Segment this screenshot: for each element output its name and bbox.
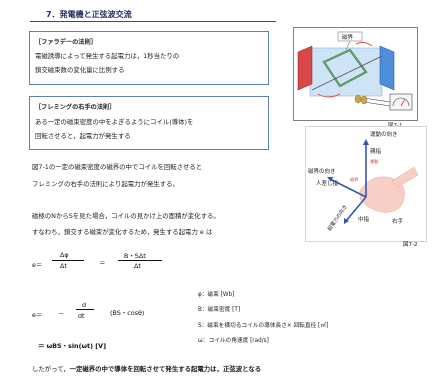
faraday-heading: ［ファラデーの法則］ [35, 39, 97, 46]
fleming-rule-box [29, 96, 269, 150]
fleming-line-1: ある一定の磁束密度の中をよぎるようにコイル(導体)を [35, 118, 194, 126]
legend-angular-velocity: ω：コイルの角速度 [rad/s] [198, 338, 269, 344]
title-underline [30, 21, 276, 22]
formula-1-lhs: e＝ [32, 261, 43, 269]
formula-2-lhs: e＝ [32, 311, 43, 319]
formula-2-dt: dt [78, 312, 85, 320]
figure-7-2-right-hand-rule: 運動 磁界 運動の向き 磁界の向き 人差し指 親指 中指 起電力の向き 右手 [305, 126, 427, 242]
paragraph-2-line-2: すなわち，鎖交する磁束が変化するため，発生する起電力 e は [32, 228, 213, 236]
formula-1-numerator-2: B・SΔt [124, 252, 146, 260]
faraday-line-2: 鎖交磁束数の変化量に比例する [35, 66, 125, 74]
fig2-label-right-hand: 右手 [392, 217, 404, 225]
legend-flux: φ：磁束 [Wb] [198, 292, 235, 298]
fleming-line-2: 回転させると，起電力が発生する [35, 132, 131, 140]
fig2-label-middle: 中指 [358, 215, 370, 223]
fig2-label-motion: 運動の向き [370, 130, 398, 138]
paragraph-1-line-2: フレミングの右手の法則により起電力が発生する。 [32, 180, 179, 188]
paragraph-2-line-1: 磁極のNからSを見た場合，コイルの見かけ上の面積が変化する。 [32, 212, 220, 220]
formula-1-numerator: Δφ [60, 251, 69, 259]
formula-1-denominator-2: Δt [134, 262, 141, 270]
svg-text:磁界: 磁界 [350, 176, 359, 183]
figure-7-2-caption: 図7-2 [403, 242, 418, 248]
fig1-label-field: 磁界 [342, 33, 354, 41]
formula-1-fraction-bar-2 [118, 260, 162, 261]
formula-2-paren: (BS・cosθ) [110, 309, 145, 317]
conclusion-prefix: したがって， [32, 365, 70, 373]
faraday-law-box [29, 31, 269, 85]
formula-2-minus: － [58, 310, 65, 318]
formula-1-equals: ＝ [99, 259, 106, 267]
conclusion-emphasis: 一定磁界の中で導体を回転させて発生する起電力は，正弦波となる [69, 365, 262, 373]
conclusion: したがって，一定磁界の中で導体を回転させて発生する起電力は，正弦波となる [32, 364, 261, 373]
fig2-label-emf: 起電力の向き [326, 204, 349, 233]
formula-2-d: d [82, 301, 87, 309]
legend-flux-density: B：磁束密度 [T] [198, 307, 241, 313]
legend-area: S：磁束を横切るコイルの導体長さ× 回転直径 [㎡] [198, 323, 329, 329]
fig2-label-thumb: 親指 [370, 147, 382, 155]
section-title: 7．発電機と正弦波交流 [46, 10, 132, 19]
fig2-label-index: 人差し指 [316, 179, 339, 187]
generator-illustration: 磁界 [297, 31, 413, 111]
paragraph-1-line-1: 図7-1の一定の磁束密度の磁界の中でコイルを回転させると [32, 163, 203, 171]
formula-result: ＝ ωBS・sin(ωt) [V] [38, 342, 107, 350]
svg-text:運動: 運動 [370, 158, 378, 165]
formula-2-fraction-bar [76, 309, 94, 310]
figure-7-1-generator-diagram: 磁界 [293, 27, 418, 121]
fleming-heading: ［フレミングの右手の法則］ [35, 104, 116, 111]
formula-1-denominator: Δt [60, 262, 67, 270]
formula-1-fraction-bar [52, 260, 84, 261]
faraday-line-1: 電磁誘導によって発生する起電力は，1秒当たりの [35, 52, 180, 60]
fig2-label-field: 磁界の向き [308, 167, 336, 175]
right-hand-rule-illustration: 運動 磁界 運動の向き 磁界の向き 人差し指 親指 中指 起電力の向き 右手 [308, 130, 419, 233]
